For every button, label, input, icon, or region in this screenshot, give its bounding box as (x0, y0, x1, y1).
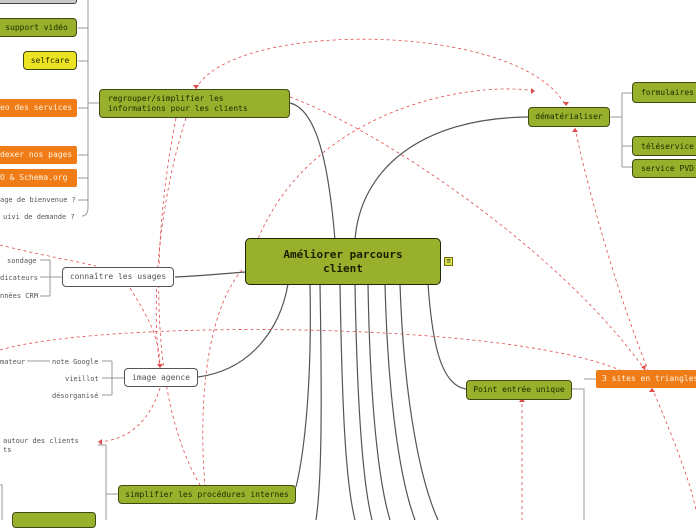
node-connaitre-usages[interactable]: connaître les usages (62, 267, 174, 287)
node-selfcare-label: selfcare (30, 55, 70, 65)
node-selfcare[interactable]: selfcare (23, 51, 77, 70)
node-formulaires-label: formulaires (641, 88, 694, 97)
node-desorganise[interactable]: désorganisé (52, 391, 98, 401)
node-suivi[interactable]: uivi de demande ? (3, 212, 75, 222)
node-services[interactable]: eo des services (0, 99, 77, 117)
node-amateur-label: mateur (0, 358, 26, 366)
node-image-agence[interactable]: image agence (124, 368, 198, 387)
branch-simplifier (295, 283, 311, 488)
node-trois-sites[interactable]: 3 sites en triangles (596, 370, 696, 388)
branch-bottom-6 (399, 283, 439, 520)
node-bienvenue[interactable]: age de bienvenue ? (0, 195, 76, 205)
node-autour-clients-line2: ts (3, 446, 12, 454)
branch-connaitre (174, 271, 247, 278)
node-image-agence-label: image agence (132, 372, 190, 382)
node-donnees-crm[interactable]: nnées CRM (0, 291, 38, 301)
branch-point-entree (427, 283, 467, 390)
node-regrouper[interactable]: regrouper/simplifier les informations po… (99, 89, 290, 118)
node-vieillot-label: vieillot (65, 375, 99, 383)
node-teleservice[interactable]: téléservice (632, 136, 696, 156)
node-vieillot[interactable]: vieillot (65, 374, 99, 384)
node-note-google-label: note Google (52, 358, 99, 366)
note-icon[interactable]: ≡ (444, 257, 453, 266)
node-schema[interactable]: O & Schema.org (0, 169, 77, 187)
cropped-bottom-node[interactable] (12, 512, 96, 528)
node-desorganise-label: désorganisé (52, 392, 99, 400)
branch-bottom-2 (339, 283, 356, 520)
node-dematerialiser[interactable]: dématérialiser (528, 107, 610, 127)
node-autour-clients-line1: autour des clients (3, 437, 79, 445)
node-sondage[interactable]: sondage (7, 256, 37, 266)
node-bienvenue-label: age de bienvenue ? (0, 196, 76, 204)
node-suivi-label: uivi de demande ? (3, 213, 75, 221)
node-dematerialiser-label: dématérialiser (535, 112, 603, 121)
node-indexer-label: dexer nos pages (0, 150, 73, 159)
node-trois-sites-label: 3 sites en triangles (602, 374, 696, 383)
node-regrouper-label: regrouper/simplifier les informations po… (108, 94, 248, 113)
cropped-top-node[interactable] (0, 0, 77, 4)
branch-regrouper (289, 102, 336, 241)
branch-bottom-3 (354, 283, 373, 520)
node-point-entree-label: Point entrée unique (473, 385, 565, 394)
node-indicateurs-label: dicateurs (0, 274, 38, 282)
node-indexer[interactable]: dexer nos pages (0, 146, 77, 164)
central-node[interactable]: Améliorer parcours client (245, 238, 441, 285)
branch-image-agence (197, 283, 289, 378)
branch-bottom-5 (384, 283, 416, 520)
node-services-label: eo des services (0, 103, 73, 112)
node-schema-label: O & Schema.org (0, 173, 68, 182)
central-node-title: Améliorer parcours client (283, 247, 403, 275)
branch-bottom-4 (367, 283, 391, 520)
node-simplifier-label: simplifier les procédures internes (125, 489, 289, 499)
node-connaitre-usages-label: connaître les usages (69, 272, 167, 281)
node-simplifier[interactable]: simplifier les procédures internes (118, 485, 296, 504)
node-donnees-crm-label: nnées CRM (0, 292, 38, 300)
node-teleservice-label: téléservice (641, 142, 694, 151)
node-point-entree[interactable]: Point entrée unique (466, 380, 572, 400)
node-support-video[interactable]: support vidéo (0, 18, 77, 37)
branch-dematerialiser (354, 116, 529, 241)
node-sondage-label: sondage (7, 257, 37, 265)
branch-bottom-1 (315, 283, 322, 520)
node-formulaires[interactable]: formulaires (632, 82, 696, 103)
node-service-pvd[interactable]: service PVD (632, 159, 696, 178)
node-autour-clients[interactable]: autour des clients ts (3, 437, 79, 455)
node-service-pvd-label: service PVD (641, 164, 694, 173)
node-indicateurs[interactable]: dicateurs (0, 273, 38, 283)
node-amateur[interactable]: mateur (0, 357, 25, 367)
node-note-google[interactable]: note Google (52, 357, 98, 367)
node-support-video-label: support vidéo (5, 22, 68, 32)
